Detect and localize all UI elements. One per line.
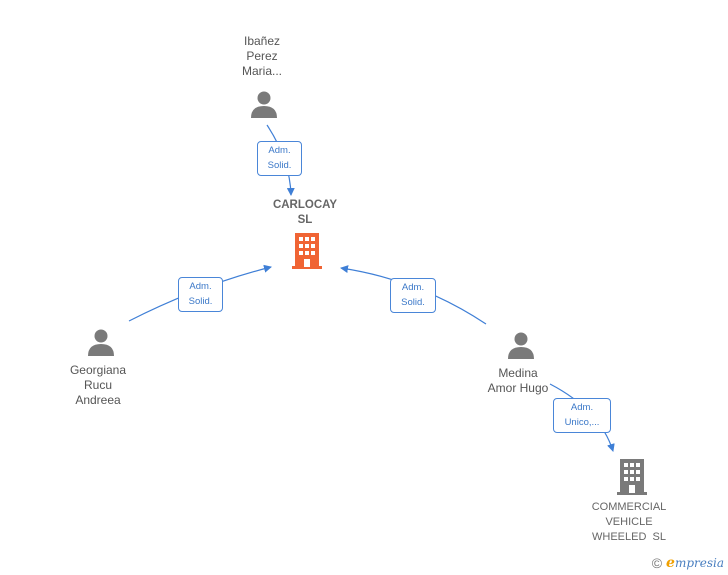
node-georgiana-line-3: Andreea (75, 393, 121, 407)
node-ibanez-label[interactable]: Ibañez Perez Maria... (222, 34, 302, 79)
brand-name-first: e (666, 555, 675, 571)
edge-label-line-2: Solid. (188, 296, 213, 307)
node-commercial-line-1: COMMERCIAL (591, 501, 667, 513)
node-ibanez-line-2: Perez (246, 49, 278, 63)
node-carlocay-label[interactable]: CARLOCAY SL (255, 198, 355, 228)
person-icon[interactable] (506, 330, 536, 360)
node-ibanez-line-3: Maria... (241, 64, 282, 78)
node-commercial-label[interactable]: COMMERCIAL VEHICLE WHEELED SL (574, 500, 684, 545)
building-icon[interactable] (617, 459, 647, 495)
edge-label-ibanez-carlocay[interactable]: Adm. Solid. (257, 141, 302, 176)
node-commercial-line-2: VEHICLE (605, 516, 653, 528)
edge-label-line-1: Adm. (401, 282, 425, 293)
edge-label-georgiana-carlocay[interactable]: Adm. Solid. (178, 277, 223, 312)
edge-label-medina-carlocay[interactable]: Adm. Solid. (390, 278, 436, 313)
edge-label-line-1: Adm. (570, 402, 594, 413)
node-georgiana-line-1: Georgiana (69, 363, 127, 377)
person-icon[interactable] (249, 89, 279, 119)
node-georgiana-label[interactable]: Georgiana Rucu Andreea (53, 363, 143, 408)
node-carlocay-line-1: CARLOCAY (272, 199, 338, 211)
node-commercial-line-3: WHEELED SL (592, 531, 666, 543)
edge-label-line-1: Adm. (268, 145, 291, 156)
node-medina-label[interactable]: Medina Amor Hugo (473, 366, 563, 396)
edge-label-line-2: Solid. (401, 297, 425, 308)
building-icon[interactable] (292, 233, 322, 269)
node-ibanez-line-1: Ibañez (243, 34, 281, 48)
node-medina-line-1: Medina (498, 366, 538, 380)
empresia-logo: empresia (666, 555, 724, 571)
person-icon[interactable] (86, 327, 116, 357)
edge-label-line-1: Adm. (189, 281, 212, 292)
node-georgiana-line-2: Rucu (83, 378, 112, 392)
edge-label-medina-commercial[interactable]: Adm. Unico,... (553, 398, 611, 433)
edge-label-line-2: Unico,... (564, 417, 600, 428)
node-carlocay-line-2: SL (297, 214, 313, 226)
copyright-symbol: © (651, 555, 663, 571)
node-medina-line-2: Amor Hugo (487, 381, 549, 395)
brand-name-rest: mpresia (674, 556, 724, 570)
edge-label-line-2: Solid. (267, 160, 292, 171)
empresia-brand: © empresia (652, 555, 724, 571)
